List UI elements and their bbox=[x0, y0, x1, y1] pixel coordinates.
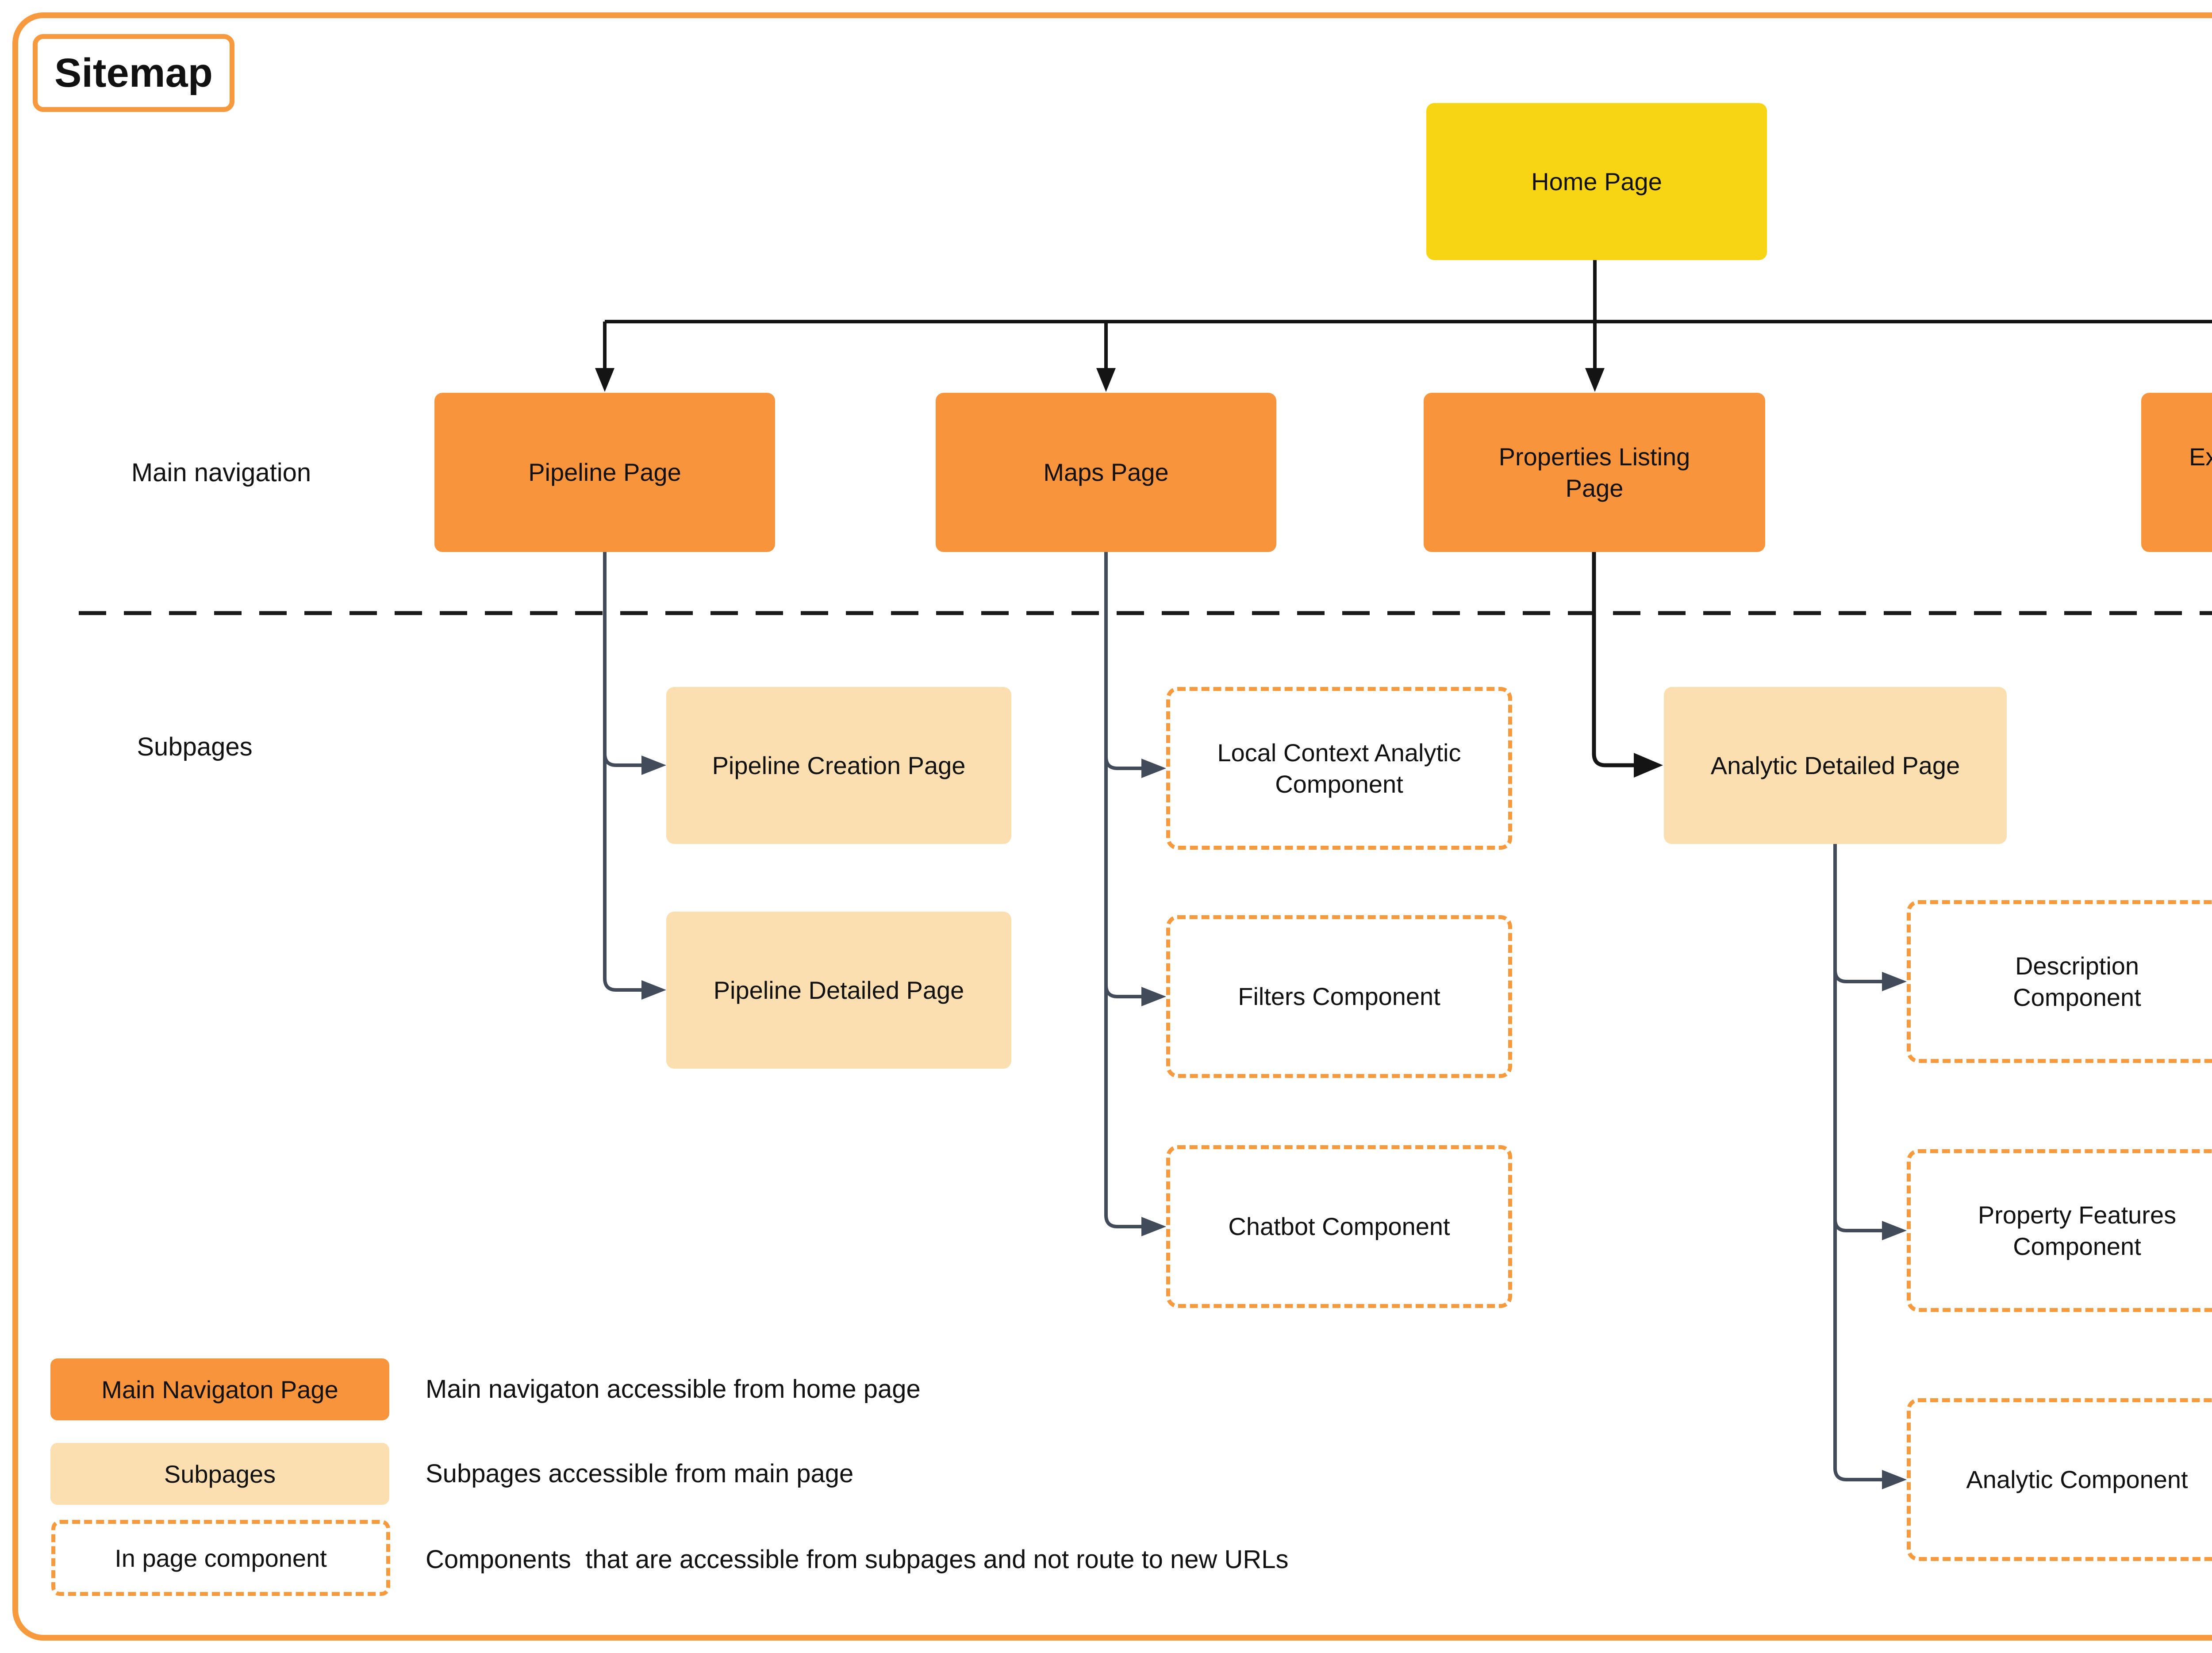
home-tree-connector bbox=[603, 260, 2212, 369]
pipeline-branch-arrowheads bbox=[641, 756, 666, 1000]
maps-branch-arrowheads bbox=[1141, 759, 1166, 1236]
node-analytic-detailed-page: Analytic Detailed Page bbox=[1664, 687, 2007, 844]
node-pipeline-page: Pipeline Page bbox=[434, 393, 775, 552]
legend-swatch-subpages: Subpages bbox=[50, 1443, 389, 1505]
node-maps-page: Maps Page bbox=[936, 393, 1276, 552]
pipeline-branch-connector bbox=[603, 552, 641, 992]
row-label-subpages: Subpages bbox=[137, 733, 253, 761]
node-chatbot-component: Chatbot Component bbox=[1166, 1145, 1512, 1308]
row-label-main-navigation: Main navigation bbox=[131, 458, 311, 487]
legend-description-main-navigation: Main navigaton accessible from home page bbox=[426, 1375, 921, 1404]
node-pipeline-detailed-page: Pipeline Detailed Page bbox=[666, 912, 1011, 1069]
node-analytic-component: Analytic Component bbox=[1907, 1398, 2212, 1561]
properties-branch-connector bbox=[1592, 552, 1663, 778]
node-local-context-analytic-component: Local Context Analytic Component bbox=[1166, 687, 1512, 850]
home-tree-arrowheads bbox=[595, 368, 1605, 392]
node-home-page: Home Page bbox=[1426, 103, 1767, 260]
node-description-component: Description Component bbox=[1907, 900, 2212, 1063]
node-explainable-prediction-page: Explainable Prediction Page bbox=[2141, 393, 2212, 552]
analytic-detailed-branch-arrowheads bbox=[1882, 972, 1907, 1489]
legend-swatch-in-page-component: In page component bbox=[51, 1520, 390, 1596]
legend-description-subpages: Subpages accessible from main page bbox=[426, 1459, 854, 1488]
legend-description-in-page-component: Components that are accessible from subp… bbox=[426, 1545, 1289, 1574]
node-properties-listing-page: Properties Listing Page bbox=[1424, 393, 1765, 552]
node-property-features-component: Property Features Component bbox=[1907, 1149, 2212, 1312]
node-pipeline-creation-page: Pipeline Creation Page bbox=[666, 687, 1011, 844]
legend-swatch-main-navigation: Main Navigaton Page bbox=[50, 1358, 389, 1420]
page-title: Sitemap bbox=[33, 34, 234, 112]
maps-branch-connector bbox=[1104, 552, 1141, 1228]
node-filters-component: Filters Component bbox=[1166, 915, 1512, 1078]
analytic-detailed-branch-connector bbox=[1833, 844, 1882, 1481]
